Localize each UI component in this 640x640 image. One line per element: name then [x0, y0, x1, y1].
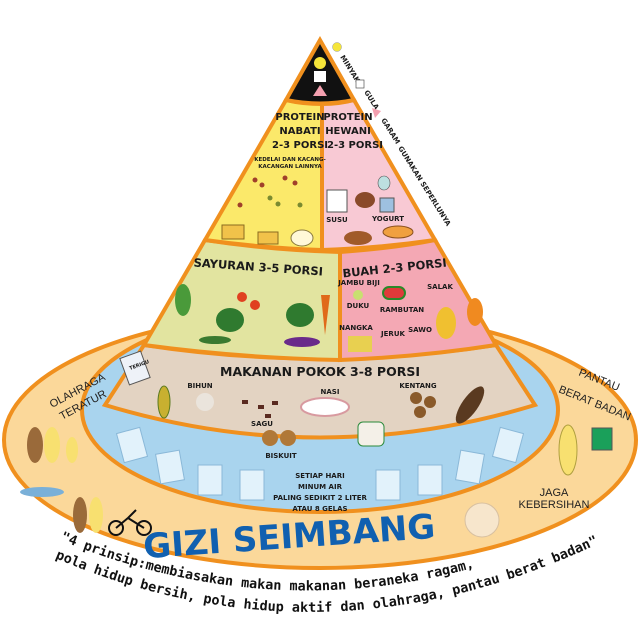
buah-item-jeruk: JERUK [380, 330, 405, 338]
oil-icon [314, 57, 326, 69]
vermicelli-illustration [196, 393, 214, 411]
water-line-4: ATAU 8 GELAS [292, 505, 347, 513]
sugar-icon [314, 71, 326, 82]
nabati-desc-1: KEDELAI DAN KACANG- [254, 157, 326, 163]
bicycle-icon [108, 509, 152, 536]
biscuit-illustration [262, 430, 278, 446]
jackfruit-illustration [348, 336, 372, 352]
water-line-3: PALING SEDIKIT 2 LITER [273, 494, 367, 502]
water-line-2: MINUM AIR [298, 483, 343, 491]
water-line-1: SETIAP HARI [295, 472, 344, 480]
hewani-title-1: PROTEIN [323, 112, 372, 123]
tempeh-illustration [257, 231, 279, 245]
potatoes-illustration [410, 392, 436, 418]
corn-illustration [157, 385, 171, 419]
staple-item-sagu: SAGU [251, 420, 273, 428]
staple-item-bihun: BIHUN [187, 382, 212, 390]
nabati-title-1: PROTEIN [275, 112, 324, 123]
salt-icon [313, 85, 327, 96]
nabati-desc-2: KACANGAN LAINNYA [258, 164, 322, 170]
rice-plate-illustration [300, 397, 350, 417]
person-weighing-illustration [558, 424, 578, 476]
tofu-illustration [221, 224, 245, 240]
hewani-item-susu: SUSU [326, 216, 348, 224]
legend-sugar-icon [355, 79, 365, 89]
pineapple-illustration [436, 307, 456, 339]
exercise-figures-illustration [20, 427, 103, 533]
nabati-portion: 2-3 PORSI [272, 140, 328, 151]
guava-illustration [353, 290, 363, 300]
jaga-line-2: KEBERSIHAN [519, 499, 590, 511]
papaya-illustration [467, 298, 483, 326]
legend-salt-icon [372, 108, 381, 118]
meat-illustration [355, 192, 375, 208]
hewani-title-2: HEWANI [325, 126, 371, 137]
jaga-line-1: JAGA [540, 487, 569, 499]
eggs-illustration [377, 175, 391, 191]
yogurt-illustration [379, 197, 395, 213]
water-glasses [115, 426, 525, 501]
flour-bag-illustration [119, 350, 151, 386]
chicken-illustration [344, 231, 372, 245]
legend-gula: GULA [362, 89, 380, 112]
watermelon-illustration [382, 286, 406, 300]
buah-item-duku: DUKU [347, 302, 370, 310]
hand-washing-icon [464, 502, 500, 538]
bread-illustration [357, 421, 385, 447]
hewani-portion: 2-3 PORSI [327, 140, 383, 151]
buah-item-jambu-biji: JAMBU BIJI [337, 279, 380, 287]
staple-item-kentang: KENTANG [399, 382, 437, 390]
tofu-white-illustration [290, 229, 314, 247]
buah-item-rambutan: RAMBUTAN [380, 306, 424, 314]
sago-illustration [242, 400, 278, 418]
buah-item-sawo: SAWO [408, 326, 432, 334]
hewani-item-yogurt: YOGURT [371, 215, 404, 223]
staple-item-nasi: NASI [321, 388, 340, 396]
buah-item-nangka: NANGKA [339, 324, 373, 332]
beans-illustration [237, 175, 303, 208]
fish-illustration [382, 225, 414, 239]
legend-oil-icon [332, 42, 342, 52]
makanan-pokok-title: MAKANAN POKOK 3-8 PORSI [220, 364, 420, 379]
vegetables-illustration [175, 284, 330, 347]
staple-item-biskuit: BISKUIT [265, 452, 297, 460]
buah-item-salak: SALAK [427, 283, 453, 291]
nabati-title-2: NABATI [279, 126, 320, 137]
cassava-illustration [455, 386, 485, 424]
weighing-scale-icon [591, 427, 613, 451]
milk-glass-illustration [326, 189, 348, 213]
biscuit-illustration [280, 430, 296, 446]
